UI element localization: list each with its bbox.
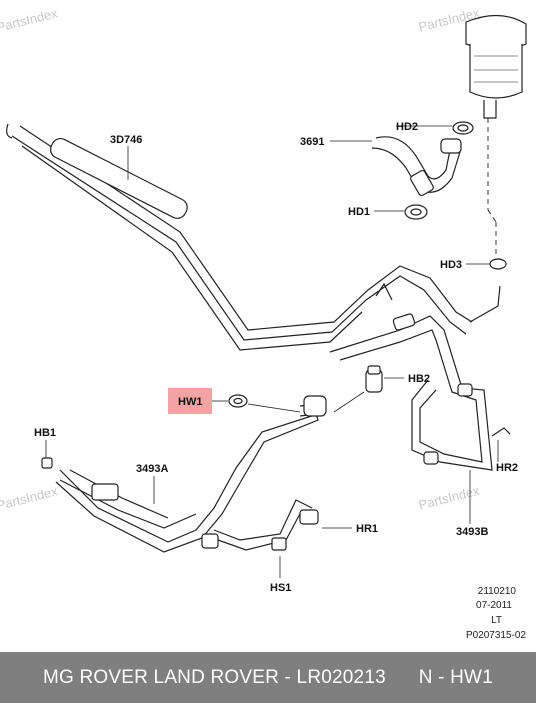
label-hw1[interactable]: HW1 xyxy=(178,396,202,408)
meta-line-2: 07-2011 xyxy=(476,600,512,611)
clip-hr2 xyxy=(491,427,511,437)
watermark-text: PartsIndex xyxy=(0,5,59,35)
watermark-text: PartsIndex xyxy=(0,483,59,513)
clip-hd1 xyxy=(404,204,428,220)
label-3691[interactable]: 3691 xyxy=(300,136,324,148)
highlight-box xyxy=(168,388,212,414)
label-hd2[interactable]: HD2 xyxy=(396,121,418,133)
clip-hd2 xyxy=(452,121,474,135)
watermark-group: PartsIndex PartsIndex PartsIndex PartsIn… xyxy=(0,5,481,513)
label-hd1[interactable]: HD1 xyxy=(348,206,370,218)
leader-lines xyxy=(45,125,499,578)
watermark-text: PartsIndex xyxy=(417,483,481,513)
banjo-bolt-hb2 xyxy=(365,365,383,393)
reservoir xyxy=(465,14,527,258)
hose-3691 xyxy=(371,136,462,197)
label-hs1[interactable]: HS1 xyxy=(270,582,291,594)
label-3d746[interactable]: 3D746 xyxy=(110,134,142,146)
parts-diagram: PartsIndex PartsIndex PartsIndex PartsIn… xyxy=(0,5,527,641)
meta-line-3: LT xyxy=(491,615,502,626)
meta-line-1: 2110210 xyxy=(478,586,517,597)
footer-part-text: MG ROVER LAND ROVER - LR020213 xyxy=(43,666,386,688)
clip-hd3 xyxy=(489,258,507,270)
label-hr1[interactable]: HR1 xyxy=(356,523,378,535)
part-labels: 3D746 3691 HD2 HD1 HD3 HB2 HW1 HB1 3493A… xyxy=(34,121,518,594)
label-3493b[interactable]: 3493B xyxy=(456,526,488,538)
pipe-3493a xyxy=(41,395,327,553)
washer-hw1 xyxy=(228,394,248,408)
label-hb2[interactable]: HB2 xyxy=(408,373,430,385)
label-hr2[interactable]: HR2 xyxy=(496,462,518,474)
footer-ref-text: N - HW1 xyxy=(418,666,493,688)
hose-3493b xyxy=(329,313,493,471)
meta-line-4: P0207315-02 xyxy=(466,630,526,641)
drawing-meta: 2110210 07-2011 LT P0207315-02 xyxy=(466,586,526,641)
label-hd3[interactable]: HD3 xyxy=(440,259,462,271)
footer-bar: MG ROVER LAND ROVER - LR020213 N - HW1 xyxy=(0,652,536,703)
label-hb1[interactable]: HB1 xyxy=(34,427,56,439)
label-3493a[interactable]: 3493A xyxy=(136,463,168,475)
cooler-pipe-3d746 xyxy=(6,123,501,351)
